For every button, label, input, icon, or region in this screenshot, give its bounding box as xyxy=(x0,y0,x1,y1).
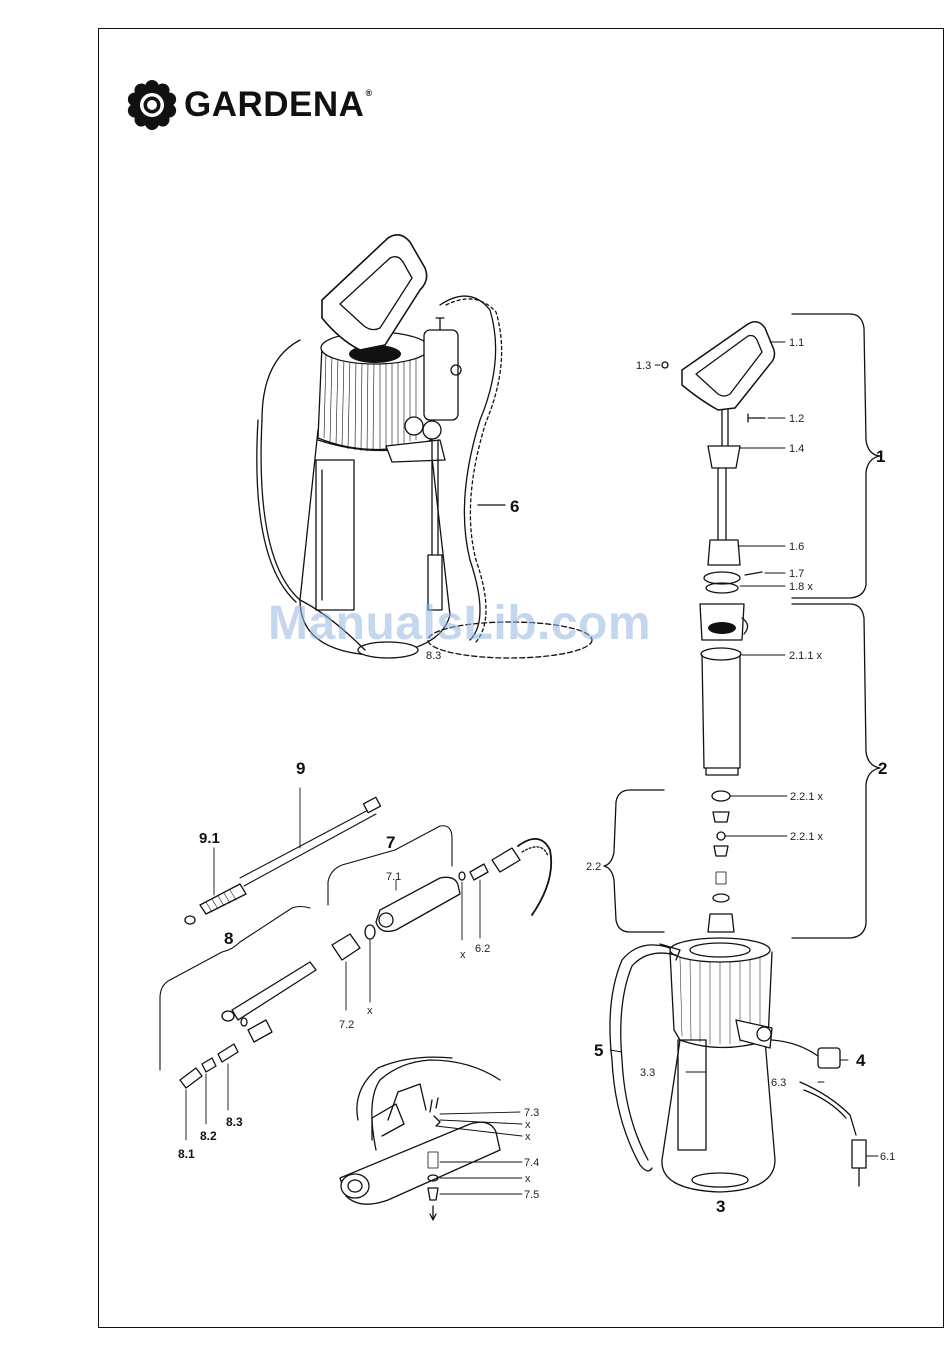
watermark: ManualsLib.com xyxy=(268,596,651,651)
label-1-8: 1.8 x xyxy=(789,581,813,593)
label-6-2: 6.2 xyxy=(475,943,490,955)
group-numbers: 1 2 3 4 5 6 7 8 9 xyxy=(224,447,887,1216)
part-labels: 1.1 1.3 1.2 1.4 1.6 1.7 1.8 x 2.1.1 x 2.… xyxy=(178,337,895,1201)
label-3-3: 3.3 xyxy=(640,1067,655,1079)
label-7-4: 7.4 xyxy=(524,1157,539,1169)
group-3: 3 xyxy=(716,1197,725,1216)
label-2-2-1-b: 2.2.1 x xyxy=(790,831,824,843)
group-6: 6 xyxy=(510,497,519,516)
label-2-1-1: 2.1.1 x xyxy=(789,650,823,662)
label-8-3: 8.3 xyxy=(226,1115,243,1129)
label-7-1: 7.1 xyxy=(386,871,401,883)
label-8-2: 8.2 xyxy=(200,1129,217,1143)
label-2-2: 2.2 xyxy=(586,861,601,873)
label-8-1: 8.1 xyxy=(178,1147,195,1161)
assembled-sprayer-illustration xyxy=(257,235,592,658)
exploded-pump-column xyxy=(610,322,866,1192)
label-x-2: x xyxy=(367,1005,373,1017)
label-8-3-top: 8.3 xyxy=(426,650,441,662)
label-1-4: 1.4 xyxy=(789,443,804,455)
label-7-3: 7.3 xyxy=(524,1107,539,1119)
label-x-4: x xyxy=(525,1131,531,1143)
label-7-2: 7.2 xyxy=(339,1019,354,1031)
label-1-3: 1.3 xyxy=(636,360,651,372)
group-8: 8 xyxy=(224,929,233,948)
label-7-5: 7.5 xyxy=(524,1189,539,1201)
group-2: 2 xyxy=(878,759,887,778)
group-4: 4 xyxy=(856,1051,866,1070)
trigger-detail xyxy=(340,1057,500,1220)
group-5: 5 xyxy=(594,1041,603,1060)
label-1-7: 1.7 xyxy=(789,568,804,580)
label-1-2: 1.2 xyxy=(789,413,804,425)
group-9: 9 xyxy=(296,759,305,778)
group-1: 1 xyxy=(876,447,885,466)
label-1-1: 1.1 xyxy=(789,337,804,349)
label-x-1: x xyxy=(460,949,466,961)
label-6-3: 6.3 xyxy=(771,1077,786,1089)
label-1-6: 1.6 xyxy=(789,541,804,553)
label-x-5: x xyxy=(525,1173,531,1185)
group-7: 7 xyxy=(386,833,395,852)
label-9-1: 9.1 xyxy=(199,830,220,847)
label-2-2-1-a: 2.2.1 x xyxy=(790,791,824,803)
label-x-3: x xyxy=(525,1119,531,1131)
label-6-1: 6.1 xyxy=(880,1151,895,1163)
